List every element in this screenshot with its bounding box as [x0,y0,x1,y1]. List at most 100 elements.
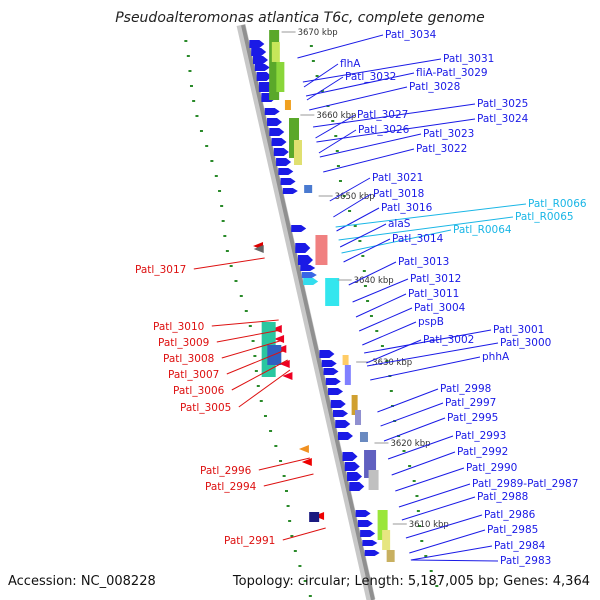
gc-dot [269,430,273,432]
label-leader [395,467,465,492]
gene-label: Patl_3006 [173,385,225,397]
gene-label: Patl_2997 [445,397,496,409]
gc-dot [353,225,357,227]
left-labels: Patl_3017Patl_3010Patl_3009Patl_3008Patl… [135,257,326,547]
left-arrow [279,360,290,368]
feature-bar [368,470,379,490]
cds-arrow [333,410,349,417]
feature-bar [342,355,349,365]
feature-bar [309,512,320,522]
left-arrow [274,335,285,343]
gc-dot [309,45,313,47]
gene-label: Patl_3017 [135,264,186,276]
gc-dot [369,315,373,317]
cds-arrow [280,178,296,185]
gc-dot [361,255,365,257]
scale-label: 3650 kbp [335,192,375,202]
gc-dot [239,295,243,297]
gc-dot [358,240,362,242]
scale-label: 3670 kbp [298,28,338,38]
gc-dot [288,520,292,522]
gene-label: Patl_3027 [357,109,408,121]
gc-dot [429,570,433,572]
gc-dot [298,565,302,567]
gc-dot [385,360,389,362]
label-leader [302,58,442,83]
cds-arrow [325,378,341,385]
cds-arrow [295,243,311,253]
gene-label: Patl_3032 [345,71,396,83]
label-leader [352,278,409,303]
label-leader [362,321,417,346]
gc-dot [189,85,193,87]
left-arrow [298,445,309,453]
gene-label: Patl_3008 [163,353,214,365]
cds-arrow [344,462,360,471]
label-leader [391,451,456,476]
gene-label: Patl_3000 [500,337,551,349]
label-leader [348,261,397,286]
cds-arrow [269,128,285,136]
gene-label: Patl_3016 [381,202,433,214]
cds-arrow [362,540,378,546]
cds-arrow [251,48,267,56]
gc-dot [229,265,233,267]
gc-dot [254,370,258,372]
label-leader [309,86,408,111]
scale-label: 3660 kbp [316,111,356,121]
label-leader [333,193,372,218]
gene-label: Patl_3007 [168,369,219,381]
cds-arrow [278,168,294,175]
gene-label: Patl_3023 [423,128,474,140]
gc-dot [284,490,288,492]
label-leader [398,483,471,508]
gc-dot [412,480,416,482]
cds-arrow [300,265,316,271]
gene-label: Patl_3022 [416,143,467,155]
label-leader [387,435,454,460]
feature-bar [269,30,280,100]
gene-label: Patl_3018 [373,188,424,200]
gc-dot [184,40,188,42]
label-leader [383,417,446,442]
accession-text: Accession: NC_008228 [8,574,156,589]
gc-dot [286,505,290,507]
gc-dot [199,130,203,132]
feature-bar [271,42,280,62]
feature-bar [289,118,300,158]
gene-label: Patl_R0065 [515,211,574,223]
feature-bar [315,235,328,265]
label-leader [366,339,422,364]
gene-label: Patl_3024 [477,113,529,125]
label-leader [358,307,413,332]
label-leader [282,527,326,541]
gene-label: Patl_3010 [153,321,204,333]
gc-dot [279,460,283,462]
gene-label: phhA [482,351,510,363]
gene-label: Patl_3004 [414,302,466,314]
cds-arrow [355,510,371,517]
gene-label: Patl_3011 [408,288,459,300]
gc-dot [389,390,393,392]
left-arrow [271,325,282,333]
cds-arrow [323,368,339,375]
gene-label: Patl_3001 [493,324,544,336]
gc-dot [420,540,424,542]
label-leader [370,356,481,381]
label-leader [336,207,380,232]
gc-dot [234,280,238,282]
gc-dot [290,535,294,537]
gc-dot [248,325,252,327]
scale-label: 3630 kbp [372,358,412,368]
cds-arrow [276,158,292,166]
gene-label: Patl_2989-Patl_2987 [472,478,578,490]
gc-dot [424,555,428,557]
gc-dot [402,450,406,452]
gene-label: Patl_2991 [224,535,275,547]
gene-label: Patl_3013 [398,256,449,268]
gc-dot [342,195,346,197]
label-leader [335,203,527,228]
label-leader [355,293,407,318]
label-leader [319,133,422,158]
